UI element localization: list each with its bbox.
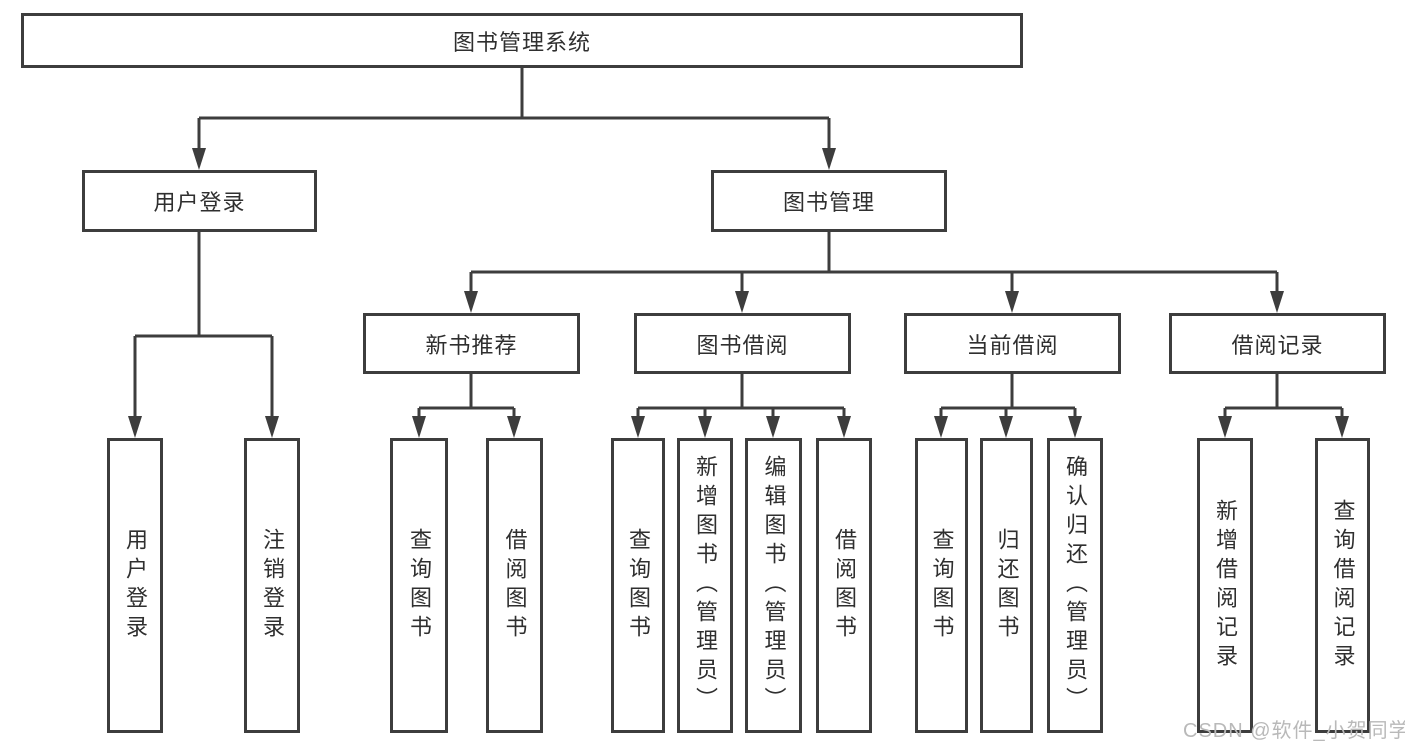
- node-borrow-records-label: 借阅记录: [1231, 332, 1324, 358]
- connector-currentborrow-to-leaves: [934, 374, 1082, 438]
- node-root-label: 图书管理系统: [452, 29, 591, 55]
- leaf-current-confirm-admin: 确认归还（管理员）: [1047, 438, 1103, 733]
- leaf-borrow-book-label: 借阅图书: [832, 527, 857, 644]
- node-user-login-label: 用户登录: [153, 190, 246, 215]
- connector-newbooks-to-leaves: [412, 374, 521, 438]
- leaf-records-query: 查询借阅记录: [1315, 438, 1370, 733]
- node-new-books-label: 新书推荐: [425, 332, 518, 358]
- leaf-borrow-book: 借阅图书: [816, 438, 872, 733]
- leaf-borrow-query-label: 查询图书: [626, 527, 651, 644]
- leaf-records-add-label: 新增借阅记录: [1213, 498, 1238, 673]
- leaf-borrow-add-admin: 新增图书（管理员）: [677, 438, 733, 733]
- connector-root-to-level2: [192, 68, 836, 170]
- leaf-logout-label: 注销登录: [260, 527, 285, 644]
- csdn-watermark: CSDN @软件_小贺同学: [1183, 720, 1405, 742]
- connector-records-to-leaves: [1218, 374, 1349, 438]
- node-new-books: 新书推荐: [363, 313, 580, 374]
- leaf-current-return-label: 归还图书: [994, 527, 1020, 644]
- leaf-user-login: 用户登录: [107, 438, 163, 733]
- leaf-current-return: 归还图书: [980, 438, 1033, 733]
- node-book-borrow-label: 图书借阅: [696, 332, 789, 358]
- node-current-borrow: 当前借阅: [904, 313, 1121, 374]
- leaf-borrow-edit-admin-label: 编辑图书（管理员）: [761, 455, 787, 716]
- leaf-newbooks-borrow-label: 借阅图书: [502, 527, 528, 644]
- node-book-mgmt-label: 图书管理: [782, 190, 875, 215]
- leaf-records-add: 新增借阅记录: [1197, 438, 1253, 733]
- connector-bookmgmt-to-level3: [464, 232, 1284, 313]
- node-user-login: 用户登录: [82, 170, 317, 232]
- leaf-user-login-label: 用户登录: [123, 527, 148, 644]
- node-borrow-records: 借阅记录: [1169, 313, 1386, 374]
- leaf-borrow-query: 查询图书: [611, 438, 665, 733]
- leaf-borrow-edit-admin: 编辑图书（管理员）: [745, 438, 802, 733]
- leaf-newbooks-borrow: 借阅图书: [486, 438, 543, 733]
- node-root: 图书管理系统: [21, 13, 1023, 68]
- leaf-logout: 注销登录: [244, 438, 300, 733]
- leaf-records-query-label: 查询借阅记录: [1330, 498, 1356, 673]
- leaf-current-query: 查询图书: [915, 438, 968, 733]
- leaf-newbooks-query-label: 查询图书: [407, 527, 432, 644]
- node-book-borrow: 图书借阅: [634, 313, 851, 374]
- connector-bookborrow-to-leaves: [631, 374, 851, 438]
- leaf-borrow-add-admin-label: 新增图书（管理员）: [693, 455, 718, 716]
- leaf-newbooks-query: 查询图书: [390, 438, 448, 733]
- leaf-current-confirm-admin-label: 确认归还（管理员）: [1063, 455, 1088, 716]
- node-current-borrow-label: 当前借阅: [966, 332, 1059, 358]
- node-book-mgmt: 图书管理: [711, 170, 947, 232]
- connector-login-to-leaves: [128, 232, 279, 438]
- leaf-current-query-label: 查询图书: [929, 527, 955, 644]
